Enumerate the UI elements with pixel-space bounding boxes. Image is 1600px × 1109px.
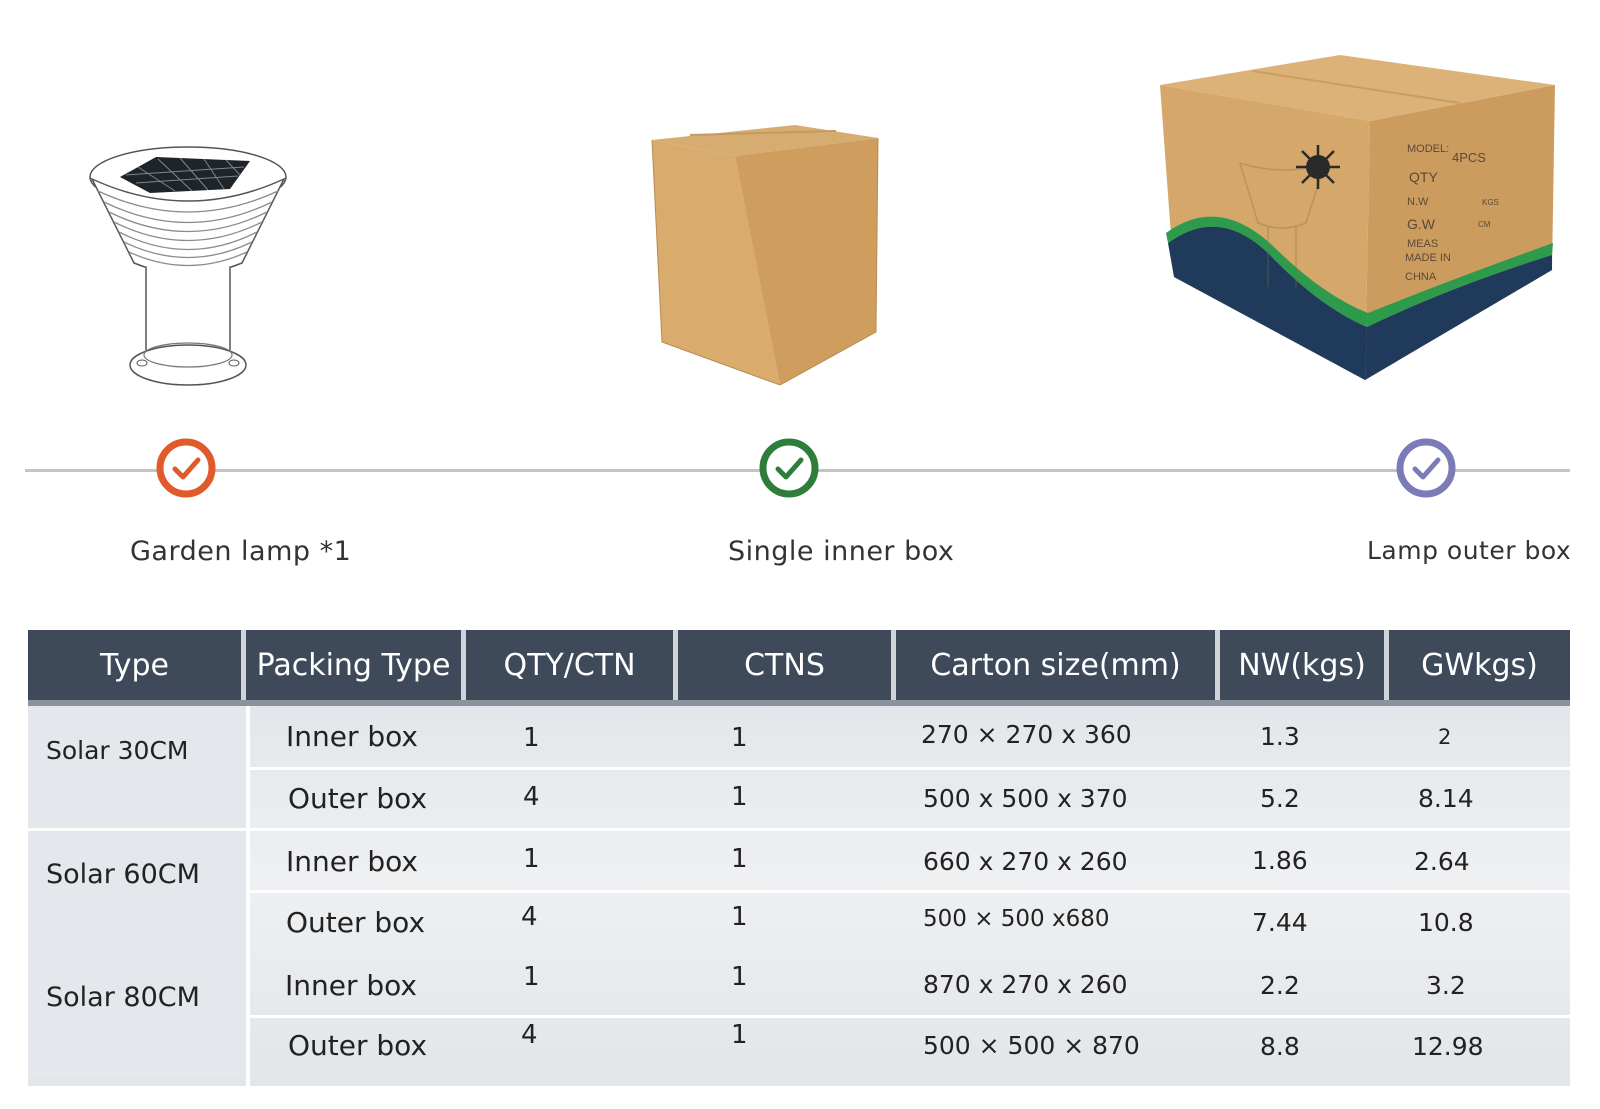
cell-qty: 1	[523, 844, 540, 874]
type-solar-60cm: Solar 60CM	[46, 859, 200, 890]
garden-lamp-image	[89, 146, 287, 386]
box-print-qty-value: 4PCS	[1452, 150, 1486, 165]
cell-ctns: 1	[731, 782, 748, 812]
header-qty-ctn: QTY/CTN	[466, 630, 678, 700]
cell-qty: 1	[523, 723, 540, 753]
cell-gw: 12.98	[1412, 1032, 1484, 1061]
cell-nw: 5.2	[1260, 784, 1300, 813]
inner-box-image	[651, 125, 879, 386]
box-print-qty: QTY	[1409, 169, 1438, 185]
type-solar-80cm: Solar 80CM	[46, 982, 200, 1013]
cell-packing: Outer box	[286, 906, 426, 939]
cell-qty: 4	[521, 902, 538, 932]
row-divider	[250, 890, 1570, 893]
cell-gw: 10.8	[1418, 908, 1474, 937]
box-print-cm: CM	[1478, 220, 1491, 229]
row-divider	[250, 1015, 1570, 1018]
header-type: Type	[28, 630, 246, 700]
step-3-check-icon	[1396, 438, 1456, 498]
row-divider	[250, 767, 1570, 770]
sun-logo-icon	[1296, 145, 1340, 189]
outer-box-image: MODEL: 4PCS QTY N.W G.W MEAS MADE IN CHN…	[1160, 55, 1555, 380]
header-underline	[28, 700, 1570, 706]
cell-gw: 2.64	[1414, 847, 1470, 876]
box-print-meas: MEAS	[1407, 238, 1438, 250]
cell-packing: Inner box	[286, 720, 419, 753]
group-divider	[28, 828, 1570, 831]
cell-ctns: 1	[731, 723, 748, 753]
cell-gw: 2	[1438, 725, 1452, 749]
column-divider	[246, 706, 250, 1086]
cell-packing: Outer box	[288, 782, 428, 815]
header-carton-size: Carton size(mm)	[896, 630, 1220, 700]
cell-ctns: 1	[731, 844, 748, 874]
step-3-label: Lamp outer box	[1367, 536, 1572, 565]
box-print-gw: G.W	[1407, 216, 1436, 232]
cell-nw: 1.86	[1252, 846, 1308, 875]
solar-panel-icon	[120, 157, 250, 193]
cell-qty: 4	[523, 782, 540, 812]
cell-packing: Inner box	[285, 969, 418, 1002]
step-2-check-icon	[759, 438, 819, 498]
cell-carton-size: 660 x 270 x 260	[923, 847, 1128, 876]
box-print-model: MODEL:	[1407, 143, 1449, 155]
packing-table: Type Packing Type QTY/CTN CTNS Carton si…	[28, 630, 1570, 1086]
cell-carton-size: 870 x 270 x 260	[923, 970, 1128, 999]
box-print-country: CHNA	[1405, 271, 1437, 283]
cell-carton-size: 500 x 500 x 370	[923, 784, 1128, 813]
cell-ctns: 1	[731, 962, 748, 992]
cell-ctns: 1	[731, 902, 748, 932]
cell-qty: 4	[521, 1020, 538, 1050]
cell-packing: Inner box	[286, 845, 419, 878]
cell-gw: 3.2	[1426, 971, 1466, 1000]
cell-carton-size: 500 × 500 × 870	[923, 1031, 1140, 1060]
cell-gw: 8.14	[1418, 784, 1474, 813]
header-packing-type: Packing Type	[246, 630, 466, 700]
step-1-label: Garden lamp *1	[130, 536, 352, 567]
type-cell	[28, 830, 246, 1078]
cell-nw: 8.8	[1260, 1032, 1300, 1061]
step-1-check-icon	[156, 438, 216, 498]
header-gw: GWkgs)	[1389, 630, 1570, 700]
type-cell	[28, 706, 246, 828]
box-print-kgs: KGS	[1482, 198, 1499, 207]
cell-carton-size: 500 × 500 x680	[923, 906, 1110, 932]
cell-carton-size: 270 × 270 x 360	[921, 720, 1132, 749]
cell-ctns: 1	[731, 1020, 748, 1050]
box-print-made-in: MADE IN	[1405, 252, 1451, 264]
box-print-nw: N.W	[1407, 196, 1429, 208]
cell-nw: 7.44	[1252, 908, 1308, 937]
table-body	[28, 706, 1570, 1086]
step-2-label: Single inner box	[728, 536, 955, 567]
cell-qty: 1	[523, 962, 540, 992]
header-nw: NW(kgs)	[1220, 630, 1389, 700]
header-ctns: CTNS	[678, 630, 896, 700]
cell-packing: Outer box	[288, 1029, 428, 1062]
cell-nw: 2.2	[1260, 971, 1300, 1000]
type-solar-30cm: Solar 30CM	[46, 736, 189, 765]
cell-nw: 1.3	[1260, 722, 1300, 751]
